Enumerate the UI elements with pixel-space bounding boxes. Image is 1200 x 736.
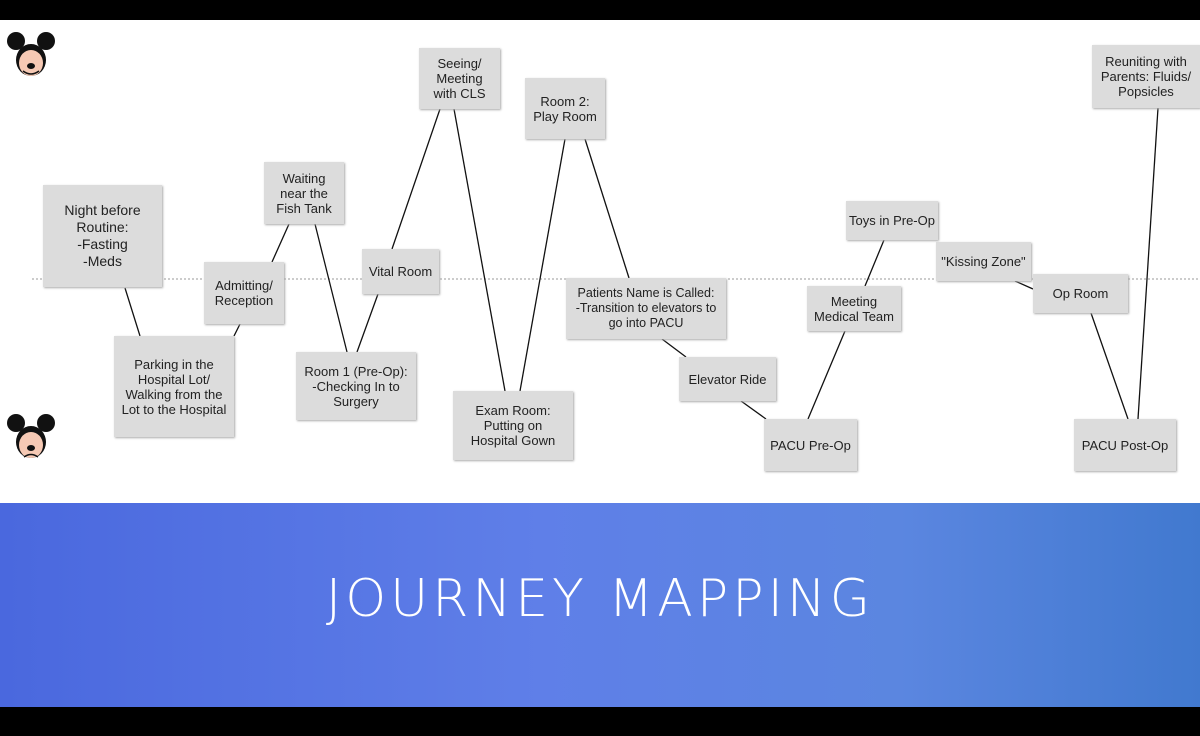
step-pacu-pre-op: PACU Pre-Op: [764, 419, 857, 471]
title-banner: JOURNEY MAPPING: [0, 503, 1200, 707]
step-room-1: Room 1 (Pre-Op): -Checking In to Surgery: [296, 352, 416, 420]
step-waiting-fish-tank: Waiting near the Fish Tank: [264, 162, 344, 224]
step-meeting-cls: Seeing/ Meeting with CLS: [419, 48, 500, 109]
step-name-called: Patients Name is Called: -Transition to …: [566, 278, 726, 339]
step-elevator-ride: Elevator Ride: [679, 357, 776, 401]
banner-title: JOURNEY MAPPING: [325, 569, 875, 629]
step-pacu-post-op: PACU Post-Op: [1074, 419, 1176, 471]
mickey-happy-icon: [7, 32, 55, 76]
step-parking: Parking in the Hospital Lot/ Walking fro…: [114, 336, 234, 437]
step-op-room: Op Room: [1033, 274, 1128, 313]
step-meeting-medical-team: Meeting Medical Team: [807, 286, 901, 331]
step-reuniting: Reuniting with Parents: Fluids/ Popsicle…: [1092, 45, 1200, 108]
step-kissing-zone: "Kissing Zone": [936, 242, 1031, 281]
mickey-sad-icon: [7, 414, 55, 458]
step-exam-room: Exam Room: Putting on Hospital Gown: [453, 391, 573, 460]
step-admitting: Admitting/ Reception: [204, 262, 284, 324]
step-room-2: Room 2: Play Room: [525, 78, 605, 139]
step-night-before: Night before Routine: -Fasting -Meds: [43, 185, 162, 287]
step-vital-room: Vital Room: [362, 249, 439, 294]
step-toys-pre-op: Toys in Pre-Op: [846, 201, 938, 240]
